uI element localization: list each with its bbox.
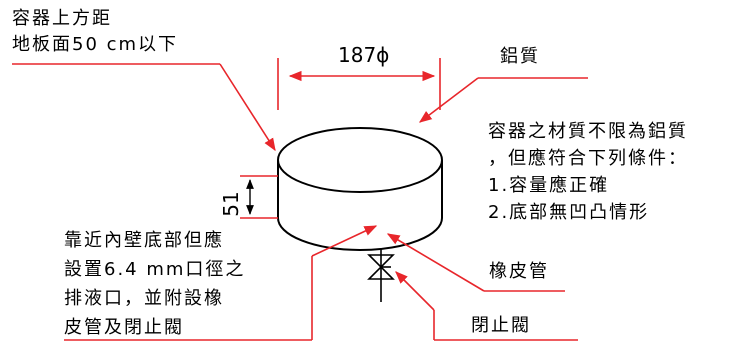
height-dimension (240, 175, 278, 219)
conditions-line2: ，但應符合下列條件： (488, 148, 688, 169)
label-diameter: 187ϕ (338, 43, 390, 67)
label-stop-valve: 閉止閥 (471, 315, 531, 336)
drain-line3: 排液口，並附設橡 (64, 288, 224, 309)
drain-pipe (367, 249, 395, 302)
leader-top-left (12, 63, 276, 152)
drain-line4: 皮管及閉止閥 (64, 317, 184, 338)
label-height-limit: 容器上方距 地板面50 cm以下 (12, 6, 178, 58)
conditions-line4: 2.底部無凹凸情形 (488, 202, 650, 223)
label-material: 鋁質 (500, 46, 540, 67)
diameter-dimension (277, 58, 441, 110)
leader-stop-valve (395, 271, 578, 341)
drain-line2: 設置6.4 mm口徑之 (64, 259, 246, 280)
leader-rubber-hose (386, 233, 565, 292)
label-height: 51 (219, 191, 243, 217)
conditions-line3: 1.容量應正確 (488, 175, 610, 196)
drain-line1: 靠近內壁底部但應 (64, 230, 224, 251)
conditions-line1: 容器之材質不限為鋁質 (488, 121, 688, 142)
leader-drain (64, 225, 378, 341)
container-body (277, 127, 443, 251)
label-drain-outlet: 靠近內壁底部但應 設置6.4 mm口徑之 排液口，並附設橡 皮管及閉止閥 (64, 226, 245, 342)
label-conditions: 容器之材質不限為鋁質 ，但應符合下列條件： 1.容量應正確 2.底部無凹凸情形 (488, 118, 688, 226)
label-height-limit-line2: 地板面50 cm以下 (12, 34, 179, 55)
label-rubber-hose: 橡皮管 (489, 261, 549, 282)
leader-aluminum (418, 77, 588, 123)
label-height-limit-line1: 容器上方距 (12, 8, 112, 29)
